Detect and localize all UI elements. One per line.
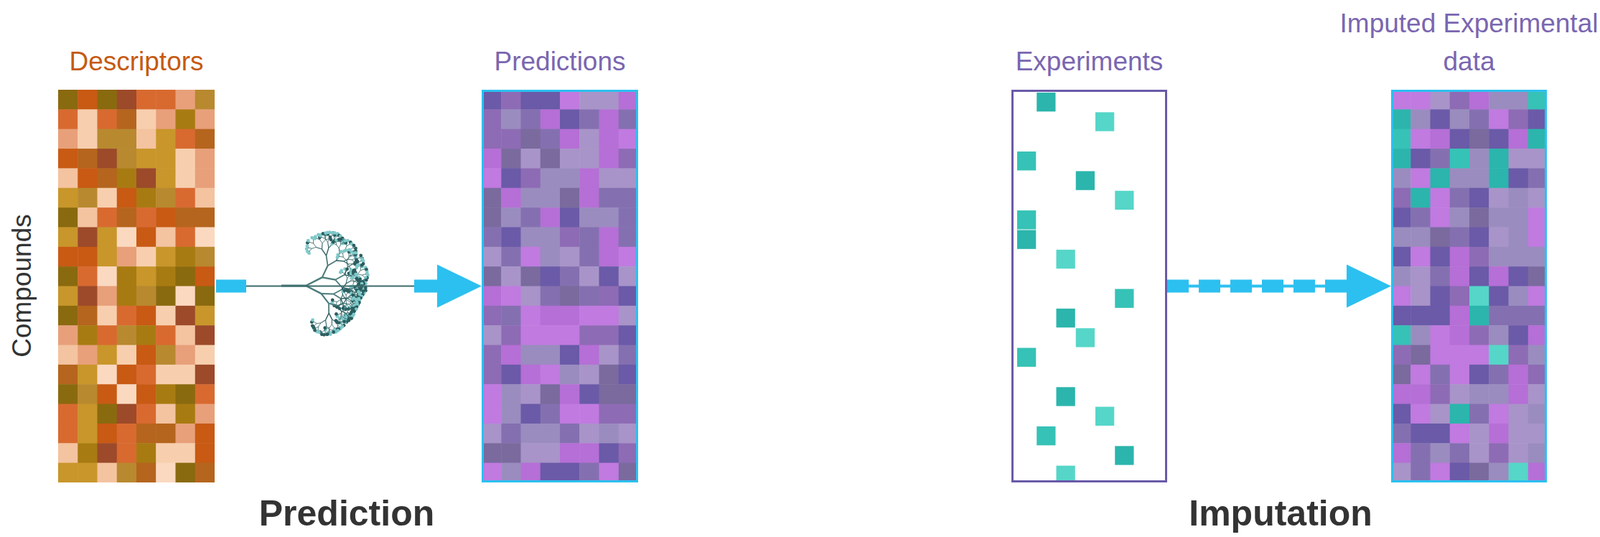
matrix-cells <box>58 89 215 483</box>
axis-label: Compounds <box>7 213 38 358</box>
matrix-cells <box>481 89 639 483</box>
matrix-cells <box>1011 89 1168 483</box>
section-title: Prediction <box>259 492 435 535</box>
matrix-heading: Experiments <box>1015 42 1164 82</box>
section-title: Imputation <box>1188 492 1373 535</box>
flow-arrow <box>1167 264 1392 308</box>
matrix-heading: Imputed Experimental data <box>1332 4 1600 82</box>
data-matrix: Imputed Experimental data <box>1391 89 1547 483</box>
matrix-heading: Descriptors <box>68 42 204 82</box>
matrix-cells <box>1391 89 1547 483</box>
data-matrix: Predictions <box>481 89 639 483</box>
flow-arrow <box>216 264 482 308</box>
data-matrix: Experiments <box>1011 89 1168 483</box>
data-matrix: Descriptors <box>58 89 215 483</box>
matrix-heading: Predictions <box>493 42 626 82</box>
